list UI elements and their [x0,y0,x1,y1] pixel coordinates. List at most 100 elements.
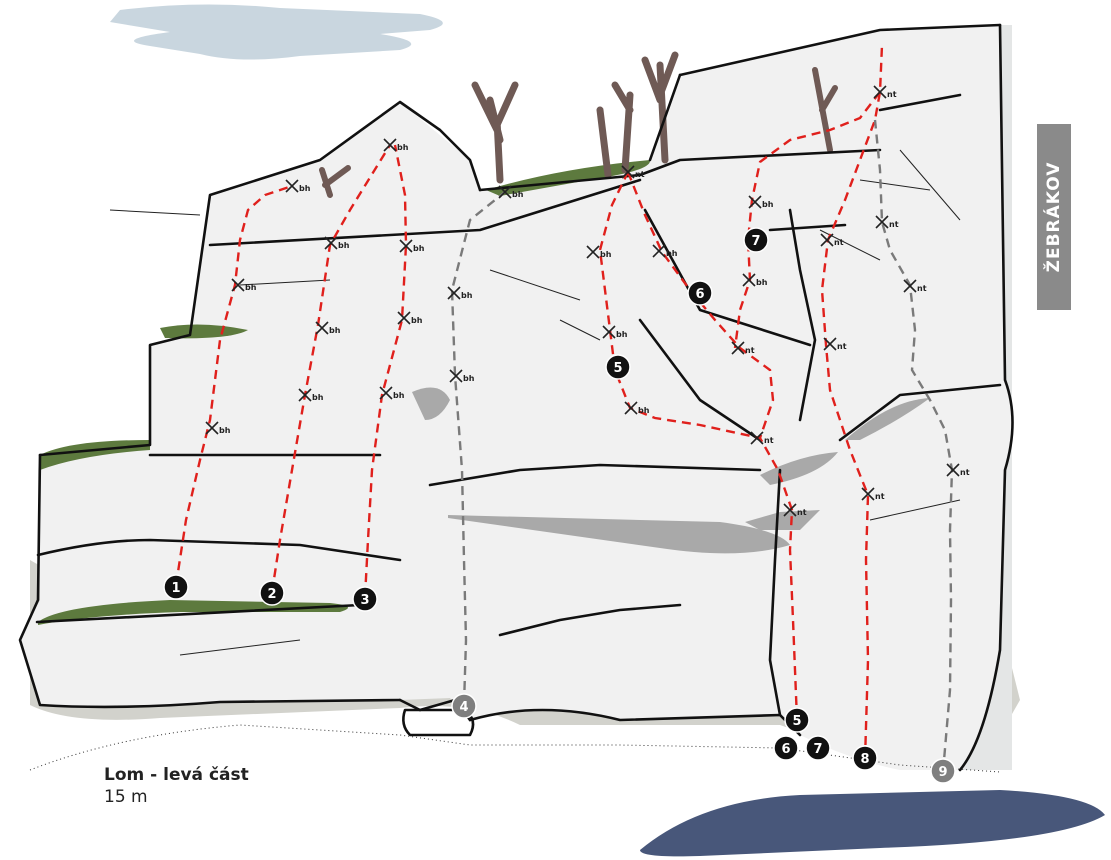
bolt-bh-icon: bh [742,273,768,287]
bolt-label: bh [413,244,425,253]
route-number-label: 6 [781,742,790,757]
water-pool [640,790,1105,857]
bolt-label: bh [638,406,650,415]
bolt-bh-icon: bh [586,245,612,259]
route-number-2[interactable]: 2 [259,580,285,606]
rock-shading [448,515,790,554]
rock-outline [36,538,402,562]
route-number-badge [930,758,956,784]
sky-cloud [110,4,443,60]
tree-icon [319,67,838,198]
rock-shading [845,398,930,440]
bolt-label: bh [616,330,628,339]
route-number-badge [743,227,769,253]
bolt-cross [748,195,762,209]
route-number-5[interactable]: 5 [784,707,810,733]
bolt-bh-icon: bh [449,369,475,383]
route-number-6[interactable]: 6 [773,735,799,761]
route-8-line [820,44,884,761]
anchor-nt-icon: nt [731,341,755,355]
route-number-9[interactable]: 9 [930,758,956,784]
anchor-nt-icon: nt [946,463,970,477]
bolt-cross [449,369,463,383]
bolt-cross [324,236,338,250]
route-3-line [363,144,408,598]
bolt-bh-icon: bh [602,325,628,339]
bolt-cross [742,273,756,287]
rock-outline [478,148,882,192]
route-5-line [598,171,799,721]
bolt-bh-icon: bh [498,185,524,199]
route-number-label: 2 [267,587,276,602]
bolt-bh-icon: bh [383,138,409,152]
route-number-label: 7 [813,742,822,757]
anchor-nt-icon: nt [783,503,807,517]
rock-outline [208,178,847,247]
anchor-nt-icon: nt [861,487,885,501]
rock-face [20,25,1013,770]
bolt-cross [873,85,887,99]
route-number-7[interactable]: 7 [743,227,769,253]
bolt-cross [586,245,600,259]
rock-outline [648,73,682,162]
route-number-label: 7 [751,234,760,249]
sector-title: Lom - levá část [104,765,249,785]
route-9-line [873,119,954,773]
rock-outline [768,468,782,717]
route-number-label: 3 [360,593,369,608]
bolt-cross [820,233,834,247]
bolt-bh-icon: bh [379,386,405,400]
bolt-label: bh [461,291,473,300]
rock-face-edge [960,25,1013,770]
bolt-bh-icon: bh [399,239,425,253]
route-2-line [270,144,392,593]
route-number-badge [163,574,189,600]
bolt-bh-icon: bh [324,236,350,250]
anchor-nt-icon: nt [903,279,927,293]
bolt-cross [498,185,512,199]
bolt-cross [383,138,397,152]
bolt-cross [652,244,666,258]
bolt-cross [861,487,875,501]
bolt-cross [205,421,219,435]
route-number-badge [259,580,285,606]
bolt-cross [823,337,837,351]
route-number-4[interactable]: 4 [451,693,477,719]
route-6-line [626,171,775,439]
route-number-8[interactable]: 8 [852,745,878,771]
route-number-7[interactable]: 7 [805,735,831,761]
bolt-cross [285,179,299,193]
bolt-bh-icon: bh [624,401,650,415]
bolt-bh-icon: bh [652,244,678,258]
bolt-cross [298,388,312,402]
anchor-nt-icon: nt [873,85,897,99]
bolt-cross [447,286,461,300]
bolt-cross [903,279,917,293]
route-number-label: 9 [938,765,947,780]
rock-shading [412,387,450,420]
bolt-label: nt [960,468,970,477]
grass-ledge [38,600,348,625]
bolt-label: bh [329,326,341,335]
anchor-nt-icon: nt [750,431,774,445]
topo-caption: Lom - levá část 15 m [104,764,249,808]
bolt-label: nt [837,342,847,351]
route-number-badge [605,354,631,380]
rock-outline [18,453,402,709]
rock-outline [638,208,812,442]
bolt-label: bh [666,249,678,258]
bolt-label: nt [745,346,755,355]
rock-outline [788,93,962,422]
route-number-3[interactable]: 3 [352,586,378,612]
bolt-bh-icon: bh [205,421,231,435]
bolt-bh-icon: bh [748,195,774,209]
anchor-nt-icon: nt [823,337,847,351]
bolt-group: bhbhbhbhbhbhbhbhbhbhbhbhbhbhbhbhbhbhbhnt… [205,85,970,517]
route-number-6[interactable]: 6 [687,280,713,306]
route-number-badge [451,693,477,719]
route-number-1[interactable]: 1 [163,574,189,600]
route-number-5[interactable]: 5 [605,354,631,380]
bolt-cross [624,401,638,415]
route-number-label: 1 [171,581,180,596]
route-number-badge [352,586,378,612]
